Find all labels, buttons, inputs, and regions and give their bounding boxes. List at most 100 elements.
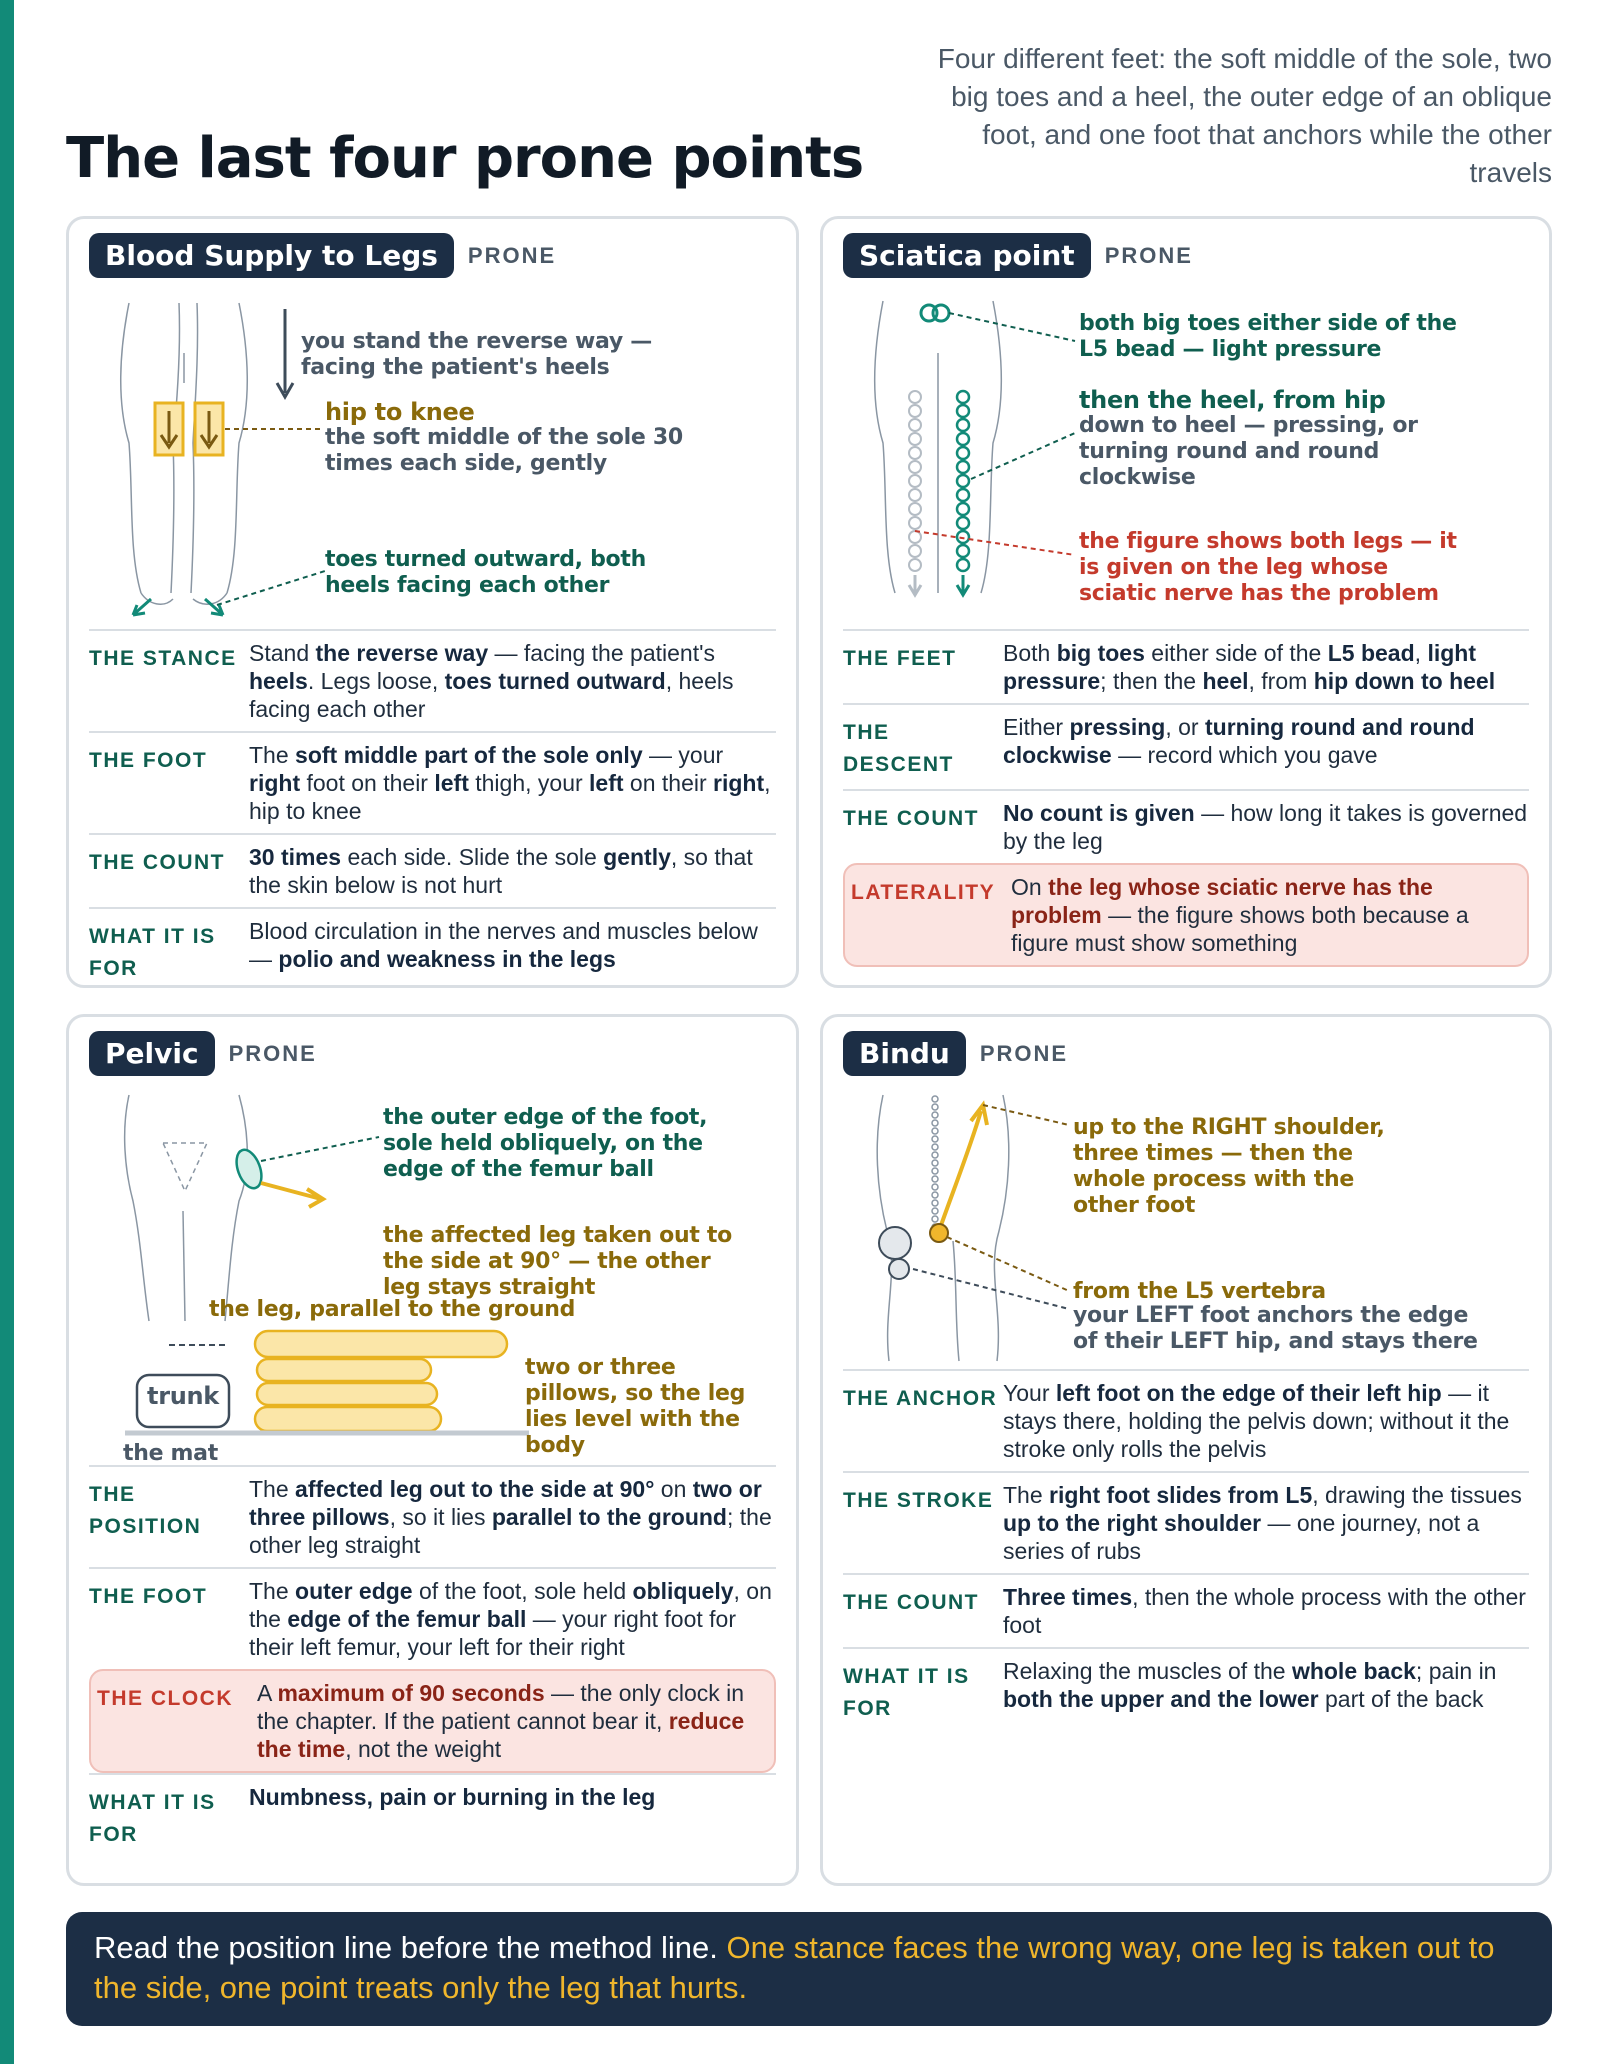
anchor-foot-icon	[878, 1226, 912, 1260]
row-text: The right foot slides from L5, drawing t…	[1003, 1482, 1522, 1564]
row-label: THE COUNT	[89, 851, 225, 874]
annotation-toes: toes turned outward, both heels facing e…	[325, 547, 646, 598]
annotation-big-toes: both big toes either side of the L5 bead…	[1079, 311, 1457, 362]
card-header: Bindu PRONE	[843, 1031, 1068, 1076]
figure-bindu: up to the RIGHT shoulder, three times — …	[843, 1091, 1529, 1371]
table-row: THE FOOT The outer edge of the foot, sole…	[89, 1567, 776, 1669]
accent-strip	[0, 0, 14, 2064]
annotation-lead: then the heel, from hip	[1079, 386, 1386, 414]
reverse-arrow-icon	[275, 309, 295, 401]
row-text: 30 times each side. Slide the sole gentl…	[249, 844, 753, 898]
card-title: Pelvic	[89, 1031, 215, 1076]
row-label: LATERALITY	[851, 881, 996, 904]
table-row-highlight: LATERALITY On the leg whose sciatic nerve…	[843, 863, 1529, 967]
row-label: THE POSITION	[89, 1483, 202, 1538]
row-text: The soft middle part of the sole only — …	[249, 742, 771, 824]
card-title: Blood Supply to Legs	[89, 233, 454, 278]
annotation-outer-edge: the outer edge of the foot, sole held ob…	[383, 1105, 708, 1182]
outward-arrow-icon	[260, 1181, 327, 1209]
sole-marker-right	[193, 401, 225, 457]
row-label: THE COUNT	[843, 807, 979, 830]
card-header: Sciatica point PRONE	[843, 233, 1193, 278]
stroke-arrow-icon	[937, 1110, 983, 1232]
position-tag: PRONE	[467, 242, 557, 268]
pillow-stack	[253, 1329, 509, 1433]
annotation-body: down to heel — pressing, or turning roun…	[1079, 413, 1418, 490]
annotation-parallel: the leg, parallel to the ground	[209, 1297, 576, 1322]
pelvis-and-pillows-illustration	[123, 1094, 529, 1436]
toe-out-arrow-right-icon	[204, 597, 225, 617]
figure-pelvic: trunk the mat the outer edge of the foot…	[89, 1091, 776, 1466]
page-title: The last four prone points	[66, 126, 864, 191]
table-row: THE STROKE The right foot slides from L5,…	[843, 1471, 1529, 1573]
legs-back-view-illustration	[120, 302, 326, 617]
page-intro: Four different feet: the soft middle of …	[937, 43, 1552, 188]
row-label: THE COUNT	[843, 1591, 979, 1614]
card-title: Sciatica point	[843, 233, 1091, 278]
summary-lead: Read the position line before the method…	[94, 1930, 718, 1965]
annotation-affected-leg: the affected leg taken out to the side a…	[383, 1223, 732, 1300]
heel-path-left-dim	[908, 390, 922, 572]
table-row: THE COUNT Three times, then the whole pro…	[843, 1573, 1529, 1647]
annotation-stance: you stand the reverse way — facing the p…	[301, 329, 653, 380]
annotation-hip-to-knee: hip to knee the soft middle of the sole …	[325, 399, 705, 477]
sole-marker-left	[153, 401, 185, 457]
figure-sciatica: both big toes either side of the L5 bead…	[843, 293, 1529, 623]
row-label: THE CLOCK	[97, 1687, 233, 1710]
annotation-laterality: the figure shows both legs — it is given…	[1079, 529, 1457, 606]
card-title: Bindu	[843, 1031, 966, 1076]
row-text: Relaxing the muscles of the whole back; …	[1003, 1658, 1497, 1712]
row-text: The outer edge of the foot, sole held ob…	[249, 1578, 772, 1660]
position-tag: PRONE	[979, 1040, 1069, 1066]
row-label: THE STROKE	[843, 1489, 994, 1512]
row-label: WHAT IT IS FOR	[89, 925, 216, 980]
row-text: Stand the reverse way — facing the patie…	[249, 640, 734, 722]
row-label: THE FOOT	[89, 1585, 208, 1608]
mat-label: the mat	[123, 1441, 218, 1466]
table-row: THE COUNT 30 times each side. Slide the s…	[89, 833, 776, 907]
row-text: Blood circulation in the nerves and musc…	[249, 918, 758, 972]
row-text: Numbness, pain or burning in the leg	[249, 1784, 656, 1810]
row-text: Three times, then the whole process with…	[1003, 1584, 1526, 1638]
card-blood-supply: Blood Supply to Legs PRONE	[66, 216, 799, 988]
summary-banner: Read the position line before the method…	[66, 1912, 1552, 2026]
spine-beads	[931, 1095, 939, 1239]
row-text: On the leg whose sciatic nerve has the p…	[1011, 874, 1469, 956]
annotation-from-l5: from the L5 vertebra	[1073, 1279, 1326, 1304]
summary-highlight: One stance faces the wrong way, one leg …	[94, 1930, 1495, 2005]
row-label: WHAT IT IS FOR	[843, 1665, 970, 1720]
row-label: THE STANCE	[89, 647, 237, 670]
annotation-anchor: your LEFT foot anchors the edge of their…	[1073, 1303, 1478, 1354]
row-label: THE FOOT	[89, 749, 208, 772]
position-tag: PRONE	[1104, 242, 1193, 268]
trunk-block	[135, 1373, 231, 1429]
row-label: THE FEET	[843, 647, 957, 670]
heel-path-right	[955, 389, 971, 573]
row-text: Your left foot on the edge of their left…	[1003, 1380, 1510, 1462]
table-row: WHAT IT IS FOR Blood circulation in the n…	[89, 907, 776, 993]
row-text: Either pressing, or turning round and ro…	[1003, 714, 1475, 768]
method-table: THE POSITION The affected leg out to the …	[89, 1465, 776, 1859]
card-sciatica: Sciatica point PRONE both big toes eithe	[820, 216, 1552, 988]
card-bindu: Bindu PRONE up to the RIGHT shoulder, th…	[820, 1014, 1552, 1886]
row-text: The affected leg out to the side at 90° …	[249, 1476, 772, 1558]
annotation-stroke: up to the RIGHT shoulder, three times — …	[1073, 1115, 1385, 1218]
annotation-lead: hip to knee	[325, 398, 475, 426]
row-text: No count is given — how long it takes is…	[1003, 800, 1528, 854]
annotation-body: the soft middle of the sole 30 times eac…	[325, 425, 683, 476]
method-table: THE STANCE Stand the reverse way — facing…	[89, 629, 776, 993]
figure-blood-supply: you stand the reverse way — facing the p…	[89, 293, 776, 623]
card-header: Pelvic PRONE	[89, 1031, 317, 1076]
table-row: WHAT IT IS FOR Relaxing the muscles of th…	[843, 1647, 1529, 1733]
card-pelvic: Pelvic PRONE trunk the ma	[66, 1014, 799, 1886]
annotation-heel: then the heel, from hip down to heel — p…	[1079, 387, 1459, 491]
l5-point-icon	[929, 1223, 949, 1243]
foot-edge-icon	[235, 1148, 263, 1190]
position-tag: PRONE	[228, 1040, 317, 1066]
